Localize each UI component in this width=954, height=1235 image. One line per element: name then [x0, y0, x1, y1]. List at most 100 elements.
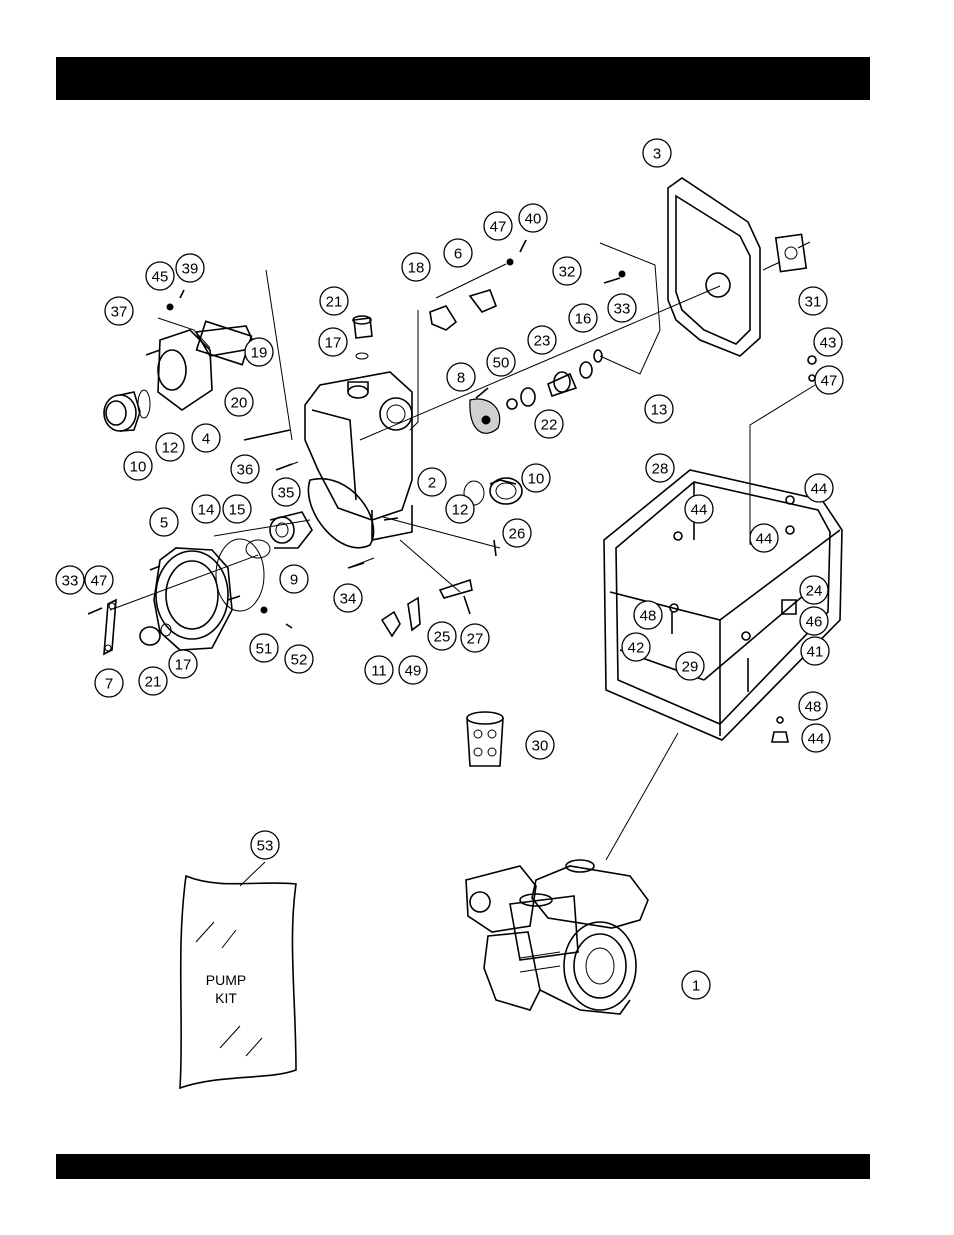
callout-21: 21 — [139, 667, 167, 695]
callout-17: 17 — [319, 328, 347, 356]
callout-31: 31 — [799, 287, 827, 315]
callout-2: 2 — [418, 468, 446, 496]
leader-lines — [110, 242, 815, 886]
callout-number: 25 — [434, 629, 451, 646]
callout-15: 15 — [223, 495, 251, 523]
callout-number: 21 — [145, 674, 162, 691]
callout-number: 47 — [490, 219, 507, 236]
callout-number: 4 — [202, 431, 210, 448]
callout-40: 40 — [519, 204, 547, 232]
callout-47: 47 — [85, 566, 113, 594]
callout-28: 28 — [646, 454, 674, 482]
callout-number: 20 — [231, 395, 248, 412]
callout-number: 5 — [160, 515, 168, 532]
callout-number: 35 — [278, 485, 295, 502]
callout-48: 48 — [634, 601, 662, 629]
callout-33: 33 — [56, 566, 84, 594]
callout-number: 52 — [291, 652, 308, 669]
callout-number: 6 — [454, 246, 462, 263]
callout-27: 27 — [461, 624, 489, 652]
callout-number: 42 — [628, 640, 645, 657]
callout-32: 32 — [553, 257, 581, 285]
callout-42: 42 — [622, 633, 650, 661]
callout-number: 8 — [457, 370, 465, 387]
callout-number: 19 — [251, 345, 268, 362]
callout-number: 49 — [405, 663, 422, 680]
callout-34: 34 — [334, 584, 362, 612]
callout-11: 11 — [365, 656, 393, 684]
callout-46: 46 — [800, 607, 828, 635]
impeller — [470, 388, 500, 433]
callout-19: 19 — [245, 338, 273, 366]
link-bar — [104, 600, 116, 654]
volute-casing — [150, 539, 270, 650]
callout-51: 51 — [250, 634, 278, 662]
callout-number: 36 — [237, 462, 254, 479]
callout-45: 45 — [146, 262, 174, 290]
callout-12: 12 — [446, 495, 474, 523]
pump-body — [305, 372, 412, 548]
hose-coupling-left — [104, 390, 150, 431]
callout-number: 53 — [257, 838, 274, 855]
callout-number: 39 — [182, 261, 199, 278]
callout-number: 44 — [756, 531, 773, 548]
callout-number: 30 — [532, 738, 549, 755]
callout-number: 51 — [256, 641, 273, 658]
callout-48: 48 — [799, 692, 827, 720]
callout-24: 24 — [800, 576, 828, 604]
callout-10: 10 — [522, 464, 550, 492]
callout-number: 24 — [806, 583, 823, 600]
callout-number: 33 — [614, 301, 631, 318]
callout-52: 52 — [285, 645, 313, 673]
callout-35: 35 — [272, 478, 300, 506]
callout-number: 32 — [559, 264, 576, 281]
callout-53: 53 — [251, 831, 279, 859]
callout-43: 43 — [814, 328, 842, 356]
callout-number: 15 — [229, 502, 246, 519]
mechanical-seal — [507, 350, 602, 409]
callout-13: 13 — [645, 395, 673, 423]
callout-4: 4 — [192, 424, 220, 452]
callout-16: 16 — [569, 304, 597, 332]
callout-6: 6 — [444, 239, 472, 267]
callout-number: 13 — [651, 402, 668, 419]
callout-number: 48 — [805, 699, 822, 716]
callout-number: 37 — [111, 304, 128, 321]
callout-number: 11 — [371, 663, 387, 680]
callout-1: 1 — [682, 971, 710, 999]
callout-39: 39 — [176, 254, 204, 282]
callout-8: 8 — [447, 363, 475, 391]
callout-number: 44 — [811, 481, 828, 498]
callout-18: 18 — [402, 253, 430, 281]
callout-33: 33 — [608, 294, 636, 322]
callout-47: 47 — [484, 212, 512, 240]
callout-number: 29 — [682, 659, 699, 676]
callout-26: 26 — [503, 519, 531, 547]
callout-number: 48 — [640, 608, 657, 625]
callout-number: 34 — [340, 591, 357, 608]
callout-number: 2 — [428, 475, 436, 492]
fill-plug-upper — [353, 316, 372, 359]
suction-cover — [668, 178, 806, 356]
callout-number: 7 — [105, 676, 113, 693]
strainer — [467, 712, 503, 766]
callout-44: 44 — [805, 474, 833, 502]
callout-number: 28 — [652, 461, 669, 478]
callout-7: 7 — [95, 669, 123, 697]
callout-number: 21 — [326, 294, 343, 311]
callout-number: 14 — [198, 502, 215, 519]
callout-23: 23 — [528, 326, 556, 354]
callout-number: 46 — [806, 614, 823, 631]
callout-37: 37 — [105, 297, 133, 325]
callout-number: 47 — [821, 373, 838, 390]
callout-number: 17 — [175, 657, 192, 674]
callout-44: 44 — [802, 724, 830, 752]
bearing-housing — [270, 512, 312, 548]
callout-number: 47 — [91, 573, 108, 590]
callout-number: 44 — [691, 502, 708, 519]
callout-number: 9 — [290, 572, 298, 589]
callout-number: 43 — [820, 335, 837, 352]
callout-number: 10 — [130, 459, 147, 476]
callout-17: 17 — [169, 650, 197, 678]
engine — [466, 860, 648, 1014]
